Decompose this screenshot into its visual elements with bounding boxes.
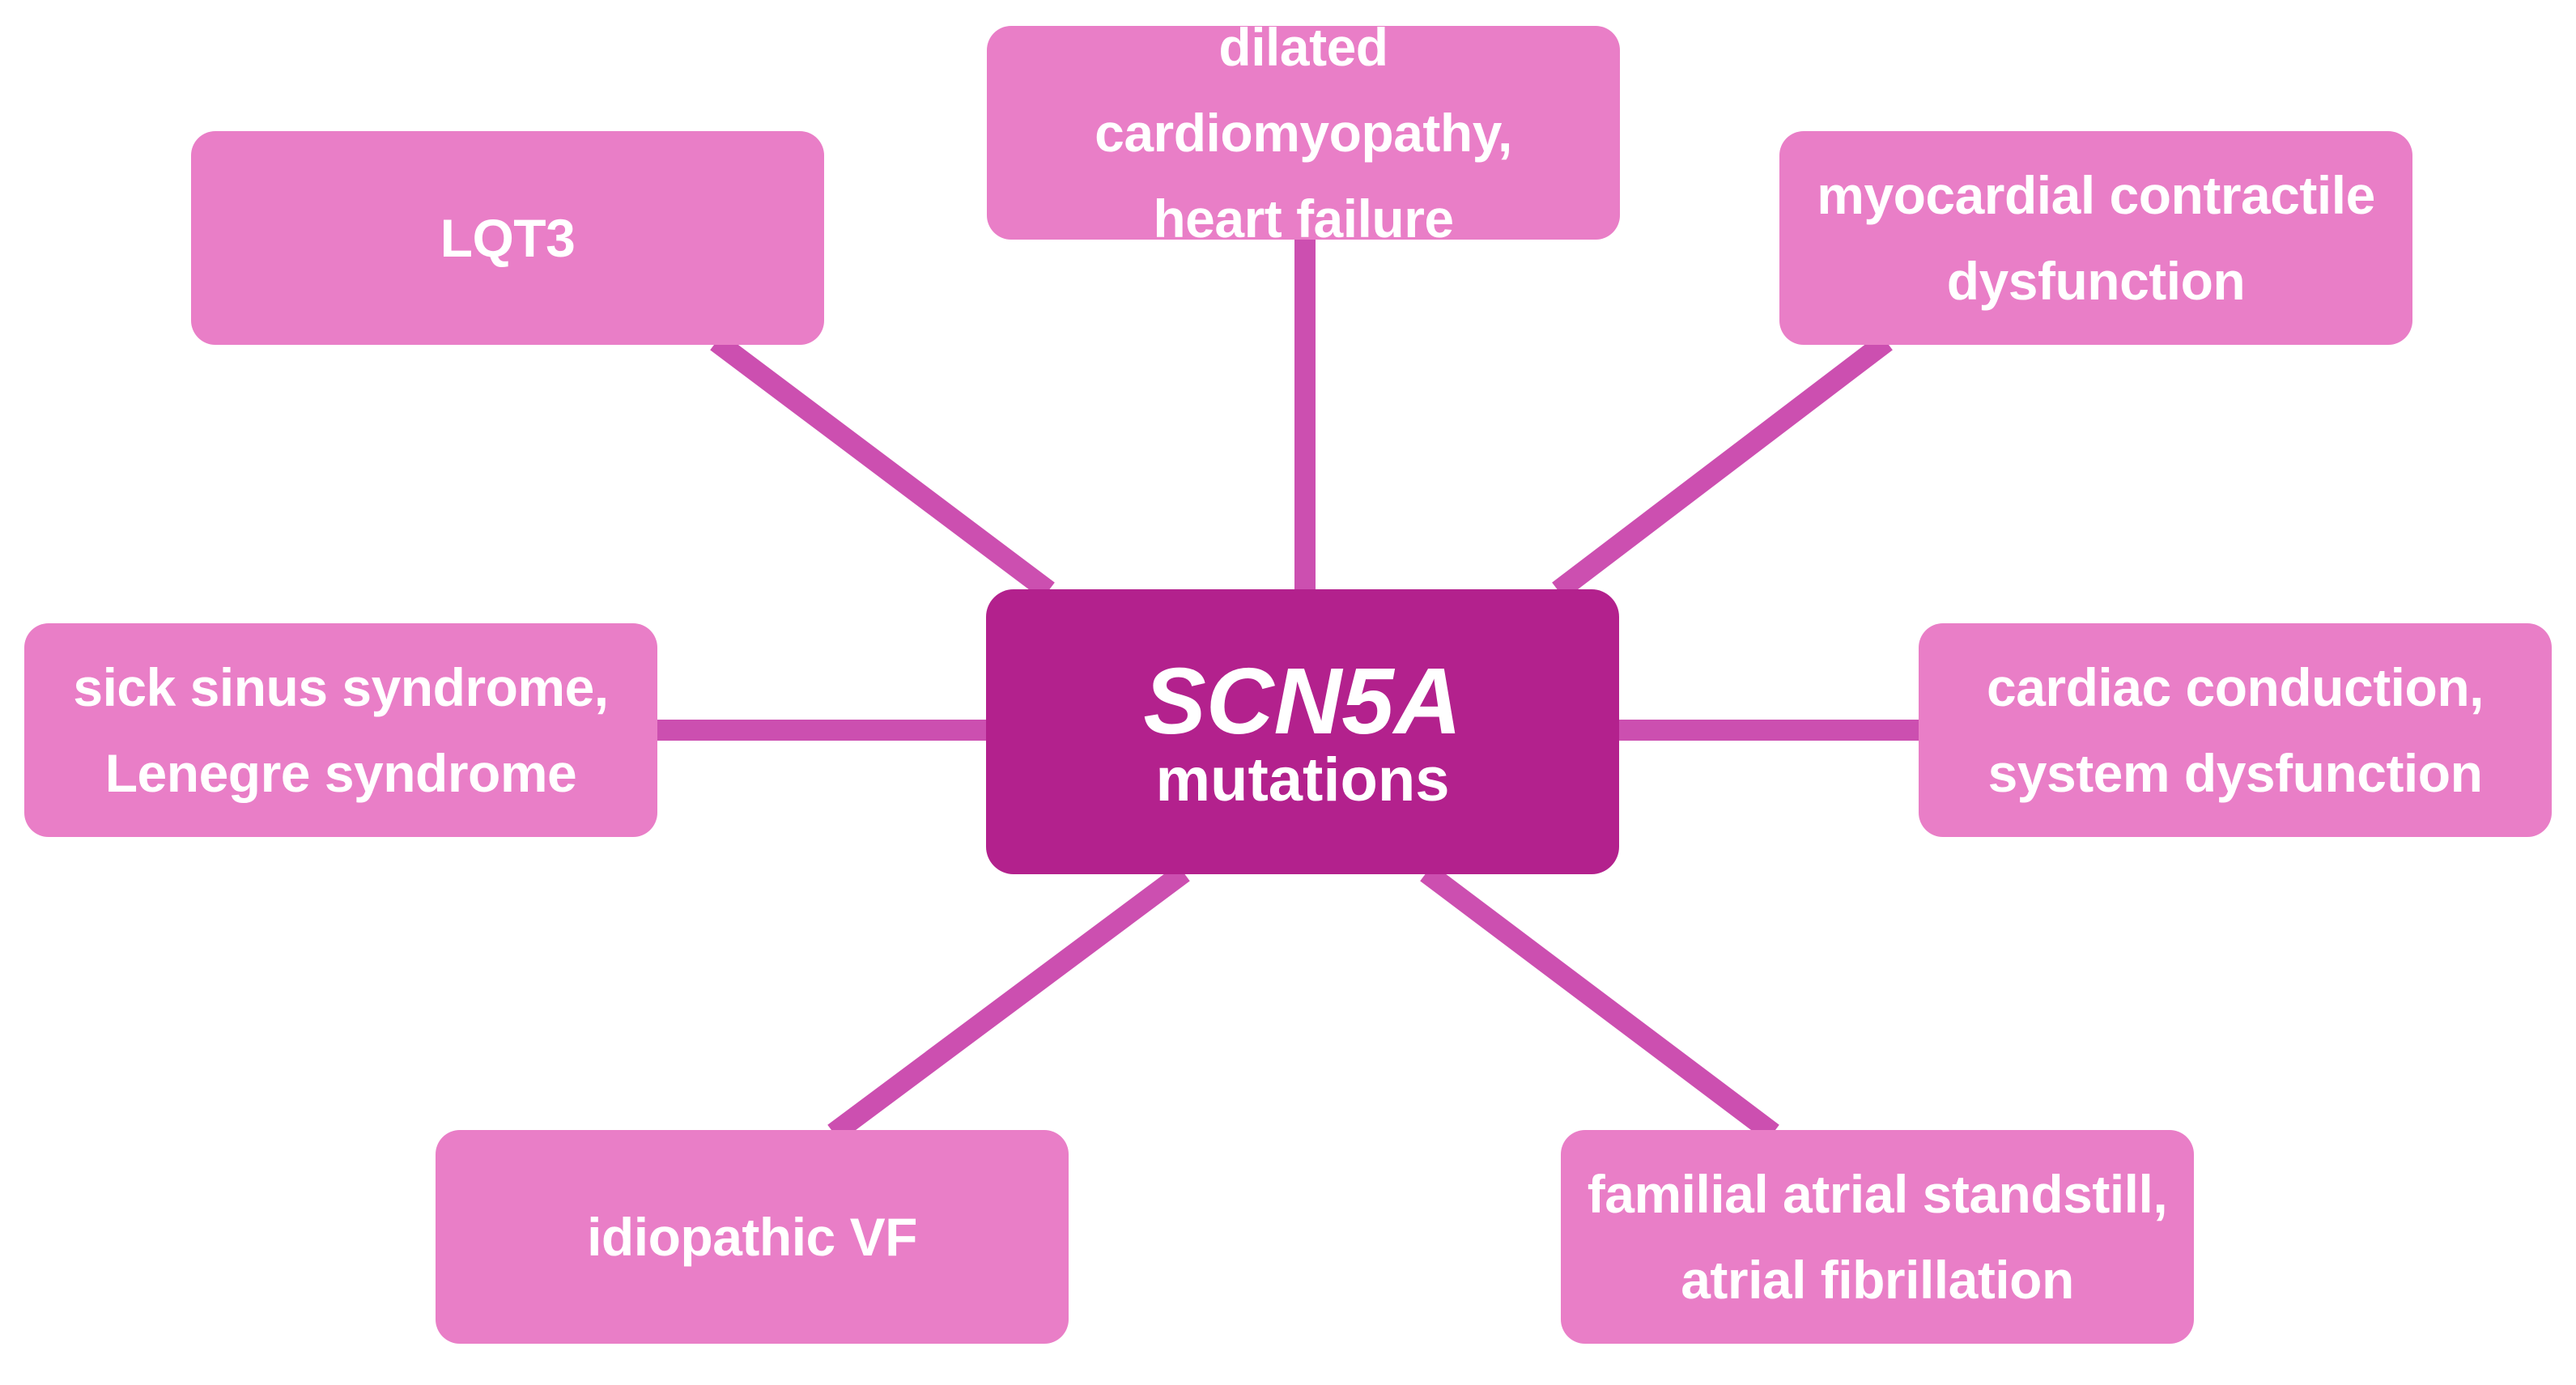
connector-familial [1420,864,1779,1142]
node-myocardial-line-1: myocardial contractile [1817,165,2375,225]
node-myocardial-contractile: myocardial contractile dysfunction [1779,131,2412,345]
node-dilated-cardiomyopathy: dilated cardiomyopathy, heart failure [987,17,1620,249]
node-dilated-line-2: heart failure [1153,189,1454,249]
center-node-scn5a-mutations: SCN5A mutations [986,589,1619,874]
node-idiopathic-vf: idiopathic VF [436,1130,1069,1344]
connector-lqt3 [710,333,1055,600]
node-myocardial-line-2: dysfunction [1946,251,2246,311]
node-familial-atrial: familial atrial standstill, atrial fibri… [1561,1130,2194,1344]
node-cardiac-conduction: cardiac conduction, system dysfunction [1919,623,2552,837]
node-familial-line-2: atrial fibrillation [1681,1250,2074,1310]
node-sick-sinus: sick sinus syndrome, Lenegre syndrome [24,623,657,837]
node-sick-sinus-line-1: sick sinus syndrome, [73,657,609,717]
connector-idiopathic [827,864,1190,1142]
node-lqt3: LQT3 [191,131,824,345]
node-sick-sinus-line-2: Lenegre syndrome [104,743,577,803]
node-conduction-line-2: system dysfunction [1987,743,2483,803]
center-label: mutations [1155,746,1450,814]
node-conduction-line-1: cardiac conduction, [1987,657,2484,717]
center-gene-name: SCN5A [1143,648,1462,754]
node-lqt3-line-1: LQT3 [440,208,576,268]
node-dilated-line-1: dilated cardiomyopathy, [1095,17,1512,163]
connector-myocardial [1552,333,1893,600]
node-familial-line-1: familial atrial standstill, [1587,1164,2168,1224]
node-idiopathic-line-1: idiopathic VF [587,1207,917,1267]
